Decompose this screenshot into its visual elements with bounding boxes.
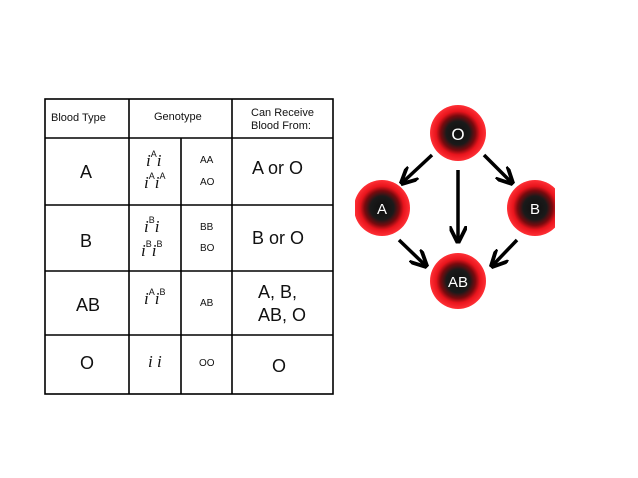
header-blood-type: Blood Type <box>51 112 106 124</box>
node-b: B <box>507 180 555 236</box>
arrow-a-to-ab <box>397 238 425 265</box>
blood-type-table: Blood Type Genotype Can Receive Blood Fr… <box>44 98 334 396</box>
transfusion-diagram: O A B AB <box>355 105 555 309</box>
row-a-genotype-1: iAi <box>146 149 162 170</box>
row-a-genotype-2: iAiA <box>144 171 166 192</box>
row-o-code: OO <box>199 358 215 369</box>
row-o-type: O <box>80 353 95 373</box>
row-b-code-2: BO <box>200 243 215 254</box>
header-can-receive: Can Receive <box>251 107 314 119</box>
row-o-receive: O <box>272 356 287 376</box>
row-b-genotype-2: iBiB <box>141 239 163 260</box>
row-ab-code: AB <box>200 298 214 309</box>
node-ab-label: AB <box>448 274 468 291</box>
row-b-code-1: BB <box>200 222 214 233</box>
node-b-label: B <box>530 201 540 218</box>
row-a-code-2: AO <box>200 177 215 188</box>
arrow-o-to-a <box>403 153 434 182</box>
node-o-label: O <box>451 125 464 144</box>
row-a-type: A <box>80 162 93 182</box>
row-b-genotype-1: iBi <box>144 215 160 236</box>
node-ab: AB <box>430 253 486 309</box>
row-ab-type: AB <box>76 295 101 315</box>
row-ab-genotype: iAiB <box>144 287 166 308</box>
header-blood-from: Blood From: <box>251 120 311 132</box>
row-a-code-1: AA <box>200 155 214 166</box>
table-grid <box>44 98 334 395</box>
row-b-receive: B or O <box>252 228 305 248</box>
node-o: O <box>430 105 486 161</box>
arrow-o-to-b <box>482 153 511 182</box>
row-a-receive: A or O <box>252 158 304 178</box>
row-o-genotype: i i <box>148 352 162 371</box>
header-genotype: Genotype <box>154 111 202 123</box>
node-a-label: A <box>377 201 387 218</box>
node-a: A <box>355 180 410 236</box>
row-ab-receive-1: A, B, <box>258 282 298 302</box>
row-b-type: B <box>80 231 93 251</box>
row-ab-receive-2: AB, O <box>258 305 307 325</box>
arrow-b-to-ab <box>493 238 519 265</box>
